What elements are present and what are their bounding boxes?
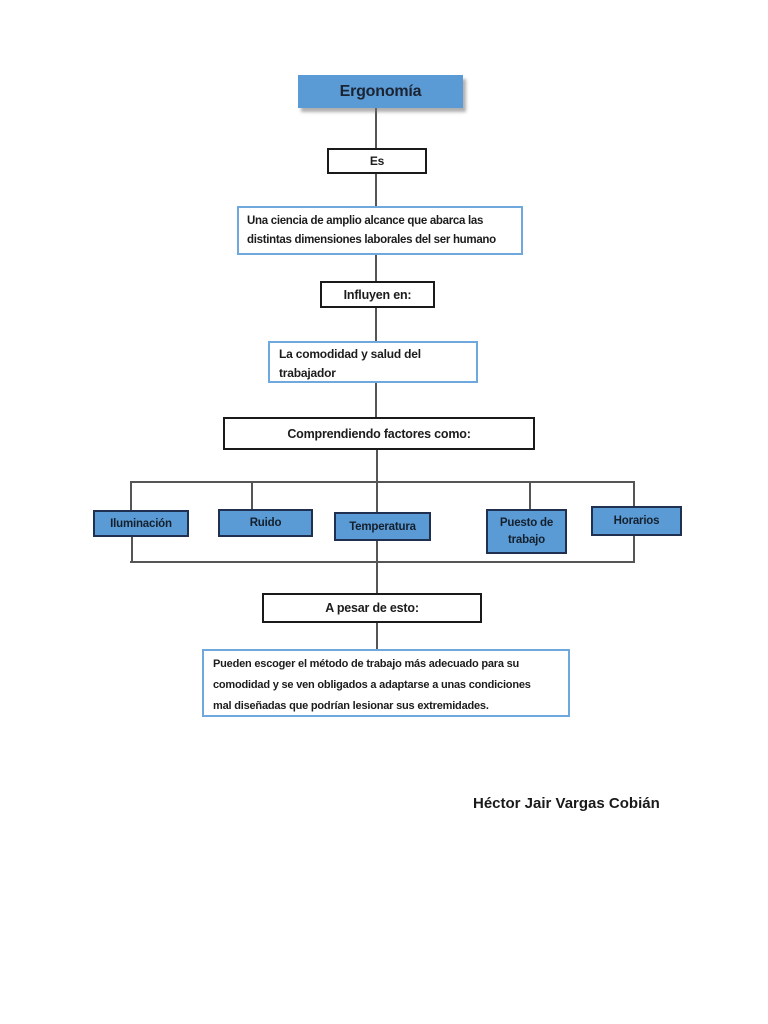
node-comodidad: La comodidad y salud del trabajador xyxy=(268,341,478,383)
node-ciencia: Una ciencia de amplio alcance que abarca… xyxy=(237,206,523,255)
node-puesto-de-trabajo: Puesto de trabajo xyxy=(486,509,567,554)
connector-line xyxy=(375,254,377,282)
connector-line xyxy=(375,307,377,342)
connector-line xyxy=(633,535,635,563)
node-es: Es xyxy=(327,148,427,174)
connector-line xyxy=(375,173,377,207)
connector-line xyxy=(633,481,635,507)
node-ruido: Ruido xyxy=(218,509,313,537)
node-temperatura: Temperatura xyxy=(334,512,431,541)
connector-line xyxy=(130,481,132,511)
node-a-pesar-de-esto: A pesar de esto: xyxy=(262,593,482,623)
node-influyen: Influyen en: xyxy=(320,281,435,308)
connector-line xyxy=(529,481,531,510)
connector-line xyxy=(375,108,377,148)
node-ergonomia: Ergonomía xyxy=(298,75,463,108)
connector-line xyxy=(375,382,377,418)
connector-line xyxy=(130,481,635,483)
connector-line xyxy=(130,561,635,563)
author-name: Héctor Jair Vargas Cobián xyxy=(473,795,660,812)
node-iluminacion: Iluminación xyxy=(93,510,189,537)
connector-line xyxy=(131,536,133,563)
connector-line xyxy=(376,481,378,513)
connector-line xyxy=(251,481,253,510)
node-comprendiendo: Comprendiendo factores como: xyxy=(223,417,535,450)
connector-line xyxy=(376,563,378,594)
node-pueden-escoger: Pueden escoger el método de trabajo más … xyxy=(202,649,570,717)
connector-line xyxy=(376,540,378,563)
node-horarios: Horarios xyxy=(591,506,682,536)
connector-line xyxy=(376,449,378,483)
connector-line xyxy=(376,622,378,650)
